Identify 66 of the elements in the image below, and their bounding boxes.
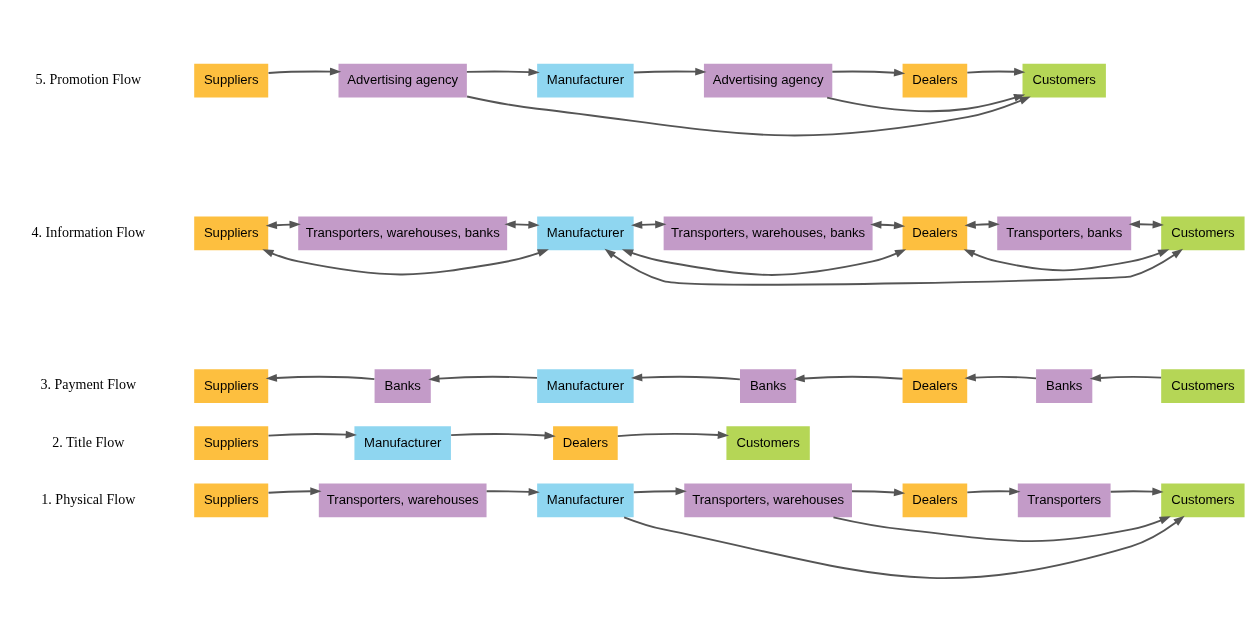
node-box: Dealers [902,63,968,97]
node-box: Manufacturer [537,216,634,250]
arrow [267,430,357,438]
node-box: Transporters, warehouses, banks [298,216,508,250]
arrow [632,486,687,495]
label: 5. Promotion Flow [35,70,142,87]
node-box: Manufacturer [537,63,634,97]
arrow [265,373,376,382]
arrow [826,93,1026,112]
arrow [1109,487,1164,495]
node-box: Advertising agency [338,63,467,97]
label: 3. Payment Flow [40,375,137,392]
arrow [466,95,1031,136]
node-box: Transporters, warehouses [684,483,852,517]
node-box: Suppliers [194,63,269,97]
node-box: Suppliers [194,425,269,460]
arrow [793,373,904,382]
node-box: Advertising agency [703,63,833,97]
arrow [832,515,1171,542]
arrow [262,248,549,275]
arrow [465,67,540,76]
node-box: Manufacturer [354,425,451,460]
node-box: Transporters, warehouses [318,483,487,517]
arrow [485,487,540,496]
node-box: Customers [1161,368,1245,403]
arrow [623,515,1185,579]
arrow [964,373,1037,381]
node-box: Manufacturer [537,368,634,403]
node-box: Banks [1036,368,1093,403]
node-box: Banks [740,368,797,403]
node-box: Suppliers [194,483,269,517]
arrow [428,374,538,383]
arrow [631,373,741,381]
label: 2. Title Flow [52,433,125,450]
node-box: Customers [1161,216,1245,250]
label: 4. Information Flow [31,223,146,240]
arrow [851,488,906,496]
node-box: Customers [1022,63,1106,97]
arrow [831,68,906,77]
node-box: Transporters [1017,483,1111,517]
label: 1. Physical Flow [41,490,136,507]
arrow [450,431,556,439]
arrow [632,67,707,76]
arrow [963,248,1170,271]
arrow [966,67,1026,76]
node-box: Manufacturer [537,483,634,517]
arrow [267,67,342,75]
node-box: Transporters, warehouses, banks [663,216,873,250]
arrow [966,486,1021,495]
node-box: Customers [726,425,810,460]
node-box: Suppliers [194,368,269,403]
node-box: Dealers [902,216,968,250]
node-box: Dealers [902,483,968,517]
arrow [267,486,322,495]
node-box: Customers [1161,483,1245,517]
arrow [870,220,906,229]
arrow [604,248,1184,286]
arrow [616,430,729,439]
node-box: Banks [374,368,431,403]
node-box: Dealers [902,368,968,403]
node-box: Transporters, banks [997,216,1132,250]
arrow [265,220,301,229]
node-box: Dealers [553,425,618,460]
arrow [621,248,907,276]
node-box: Suppliers [194,216,269,250]
arrow [1089,373,1163,382]
